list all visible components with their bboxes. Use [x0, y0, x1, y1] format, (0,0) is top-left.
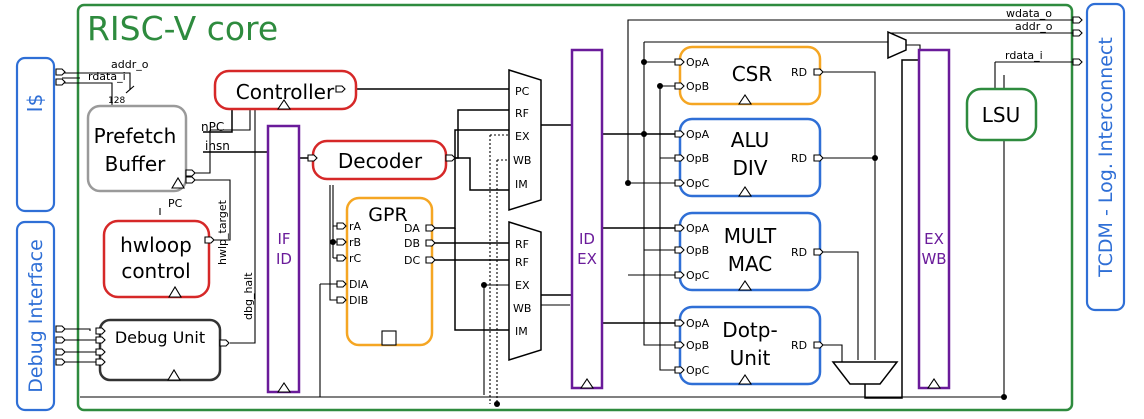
- hwloop-label-1: hwloop: [120, 233, 192, 257]
- mux-bottom-port: RF: [515, 238, 529, 251]
- mult-in-port: OpC: [686, 269, 710, 282]
- gpr-out-port: DC: [404, 254, 420, 267]
- core-title: RISC-V core: [87, 9, 278, 48]
- alu-in-port: OpA: [686, 128, 710, 141]
- dotp-in-port: OpC: [686, 364, 710, 377]
- prefetch-label-1: Prefetch: [94, 124, 177, 148]
- npc-label: nPC: [201, 120, 224, 134]
- alu-label-2: DIV: [733, 156, 768, 180]
- core-border: [76, 3, 1074, 412]
- gpr-label: GPR: [368, 204, 407, 226]
- mux-top-port: EX: [515, 130, 530, 143]
- id-ex-register: [570, 48, 604, 390]
- addr-o-left-label: addr_o: [111, 58, 149, 71]
- lsu-block: [965, 87, 1038, 142]
- debug-unit-label: Debug Unit: [115, 328, 205, 347]
- prefetch-label-2: Buffer: [105, 152, 166, 176]
- gpr-out-port: DB: [404, 237, 420, 250]
- mux-top-port: RF: [515, 107, 529, 120]
- ex-wb-label-1: EX: [924, 230, 944, 248]
- addr-o-right-label: addr_o: [1015, 20, 1053, 33]
- id-ex-label-2: EX: [577, 250, 597, 268]
- icache-box: [15, 56, 56, 213]
- controller-label: Controller: [236, 80, 335, 104]
- mux-bottom-port: WB: [513, 302, 531, 315]
- prefetch-buffer-block: [86, 104, 188, 193]
- rdata-i-left-label: rdata_i: [88, 70, 126, 83]
- hwloop-block: [102, 219, 211, 299]
- dotp-in-port: OpB: [686, 339, 709, 352]
- alu-in-port: OpC: [686, 177, 710, 190]
- address-mux: [887, 30, 907, 60]
- mux-top-port: WB: [513, 154, 531, 167]
- if-id-label-2: ID: [276, 250, 292, 268]
- gpr-in-port: DIB: [349, 294, 368, 307]
- mux-top-port: PC: [515, 85, 530, 98]
- lsu-label: LSU: [982, 103, 1020, 127]
- mux-bottom-port: RF: [515, 256, 529, 269]
- dotp-label-1: Dotp-: [722, 318, 777, 342]
- rd-port: RD: [791, 66, 807, 79]
- gpr-in-port: rC: [349, 252, 362, 265]
- alu-in-port: OpB: [686, 152, 709, 165]
- gpr-clock-marker: [381, 330, 397, 346]
- alu-label-1: ALU: [731, 128, 769, 152]
- mult-in-port: OpB: [686, 244, 709, 257]
- rd-port: RD: [791, 152, 807, 165]
- mult-label-1: MULT: [724, 224, 777, 248]
- mux-bottom-port: EX: [515, 279, 530, 292]
- tcdm-box: [1085, 2, 1126, 312]
- csr-in-port: OpA: [686, 56, 710, 69]
- icache-label: I$: [23, 94, 47, 113]
- hwlp-target-label: hwlp_target: [216, 199, 229, 265]
- ex-wb-label-2: WB: [921, 250, 946, 268]
- ex-wb-register: [917, 48, 951, 390]
- decoder-label: Decoder: [338, 149, 423, 173]
- width-128-label: 128: [108, 96, 125, 106]
- pc-signal-label: PC: [168, 197, 183, 210]
- dotp-label-2: Unit: [730, 346, 771, 370]
- csr-in-port: OpB: [686, 80, 709, 93]
- rd-port: RD: [791, 246, 807, 259]
- dotp-in-port: OpA: [686, 317, 710, 330]
- rdata-i-right-label: rdata_i: [1005, 49, 1043, 62]
- if-id-label-1: IF: [277, 230, 290, 248]
- clock-markers: [167, 94, 942, 393]
- mux-top: [508, 68, 542, 212]
- mult-label-2: MAC: [728, 252, 773, 276]
- mult-in-port: OpA: [686, 222, 710, 235]
- csr-label: CSR: [732, 62, 773, 86]
- hwloop-label-2: control: [121, 259, 190, 283]
- gpr-in-port: rA: [349, 220, 362, 233]
- mux-bottom: [508, 220, 542, 362]
- insn-label: insn: [205, 139, 230, 153]
- mux-bottom-port: IM: [515, 325, 528, 338]
- dbg-halt-label: dbg_halt: [242, 272, 255, 320]
- port-markers: [55, 16, 1083, 374]
- junction-dots: [330, 59, 1007, 407]
- debug-interface-box: [15, 220, 56, 412]
- wdata-o-label: wdata_o: [1006, 7, 1052, 20]
- rd-port: RD: [791, 339, 807, 352]
- mux-top-port: IM: [515, 178, 528, 191]
- id-ex-label-1: ID: [579, 230, 595, 248]
- gpr-out-port: DA: [404, 222, 420, 235]
- result-mux: [831, 361, 899, 385]
- gpr-in-port: rB: [349, 236, 361, 249]
- debug-interface-label: Debug Interface: [25, 239, 47, 393]
- gpr-in-port: DIA: [349, 278, 369, 291]
- tcdm-label: TCDM - Log. Interconnect: [1095, 37, 1117, 278]
